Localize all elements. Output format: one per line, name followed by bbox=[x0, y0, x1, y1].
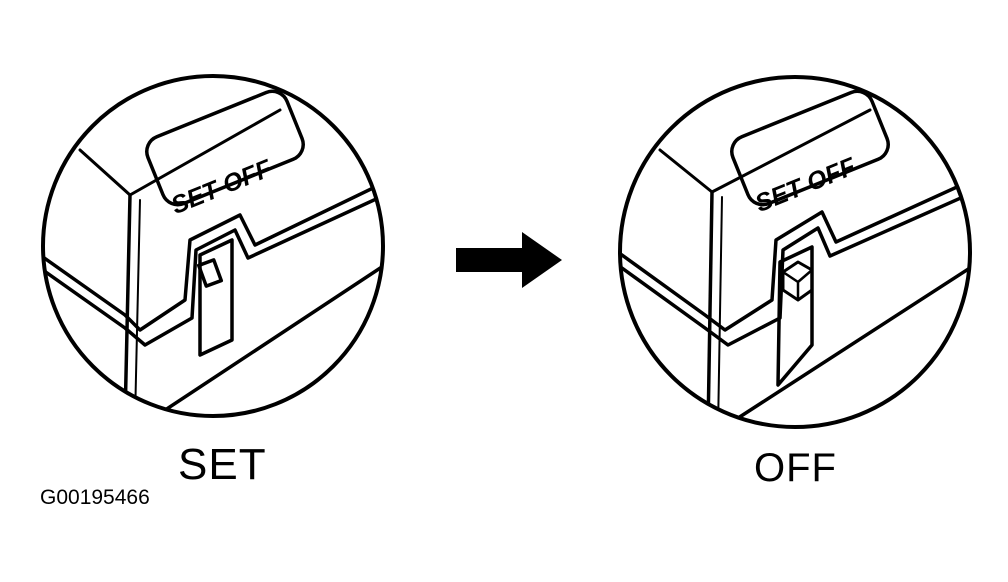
figure-id: G00195466 bbox=[40, 486, 150, 509]
left-caption: SET bbox=[178, 440, 267, 489]
right-caption: OFF bbox=[754, 446, 837, 490]
right-detail-view: SET OFF bbox=[618, 75, 972, 429]
left-detail-view: SET OFF bbox=[41, 74, 385, 418]
right-arrow-icon bbox=[456, 232, 562, 288]
